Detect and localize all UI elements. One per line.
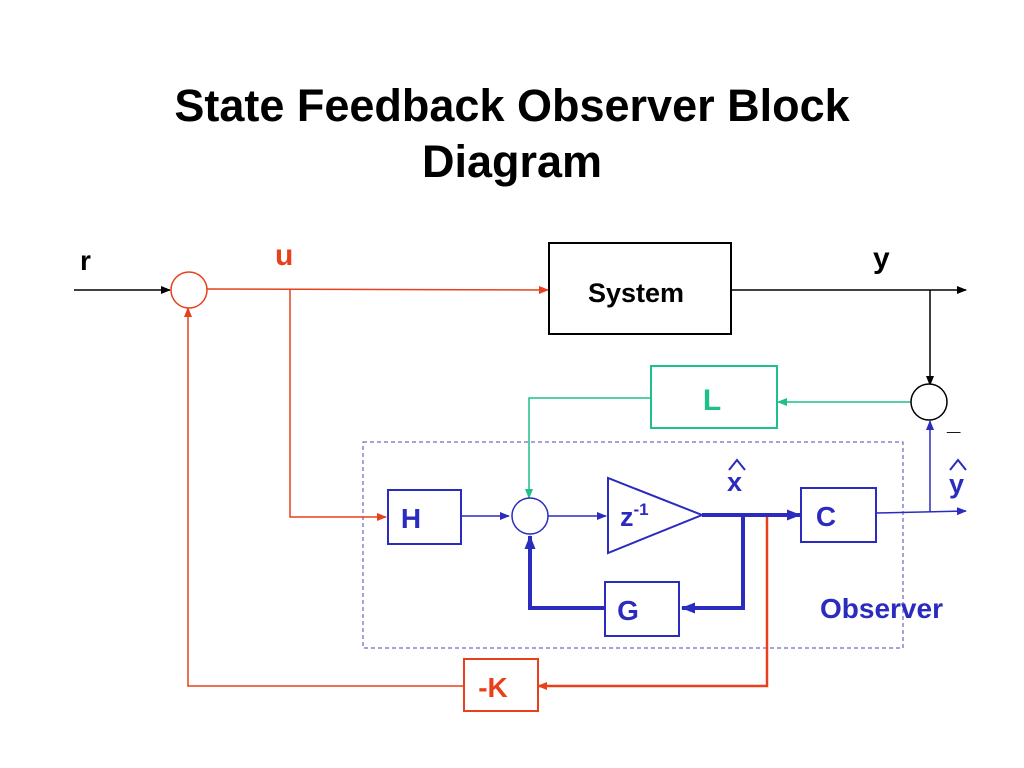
- observer-label: Observer: [820, 593, 943, 624]
- hat-icon: [949, 458, 967, 471]
- input-summing-junction: [170, 271, 208, 309]
- xhat-to-k-arrow: [537, 515, 769, 690]
- observer-paths: [461, 420, 967, 614]
- g-block: [604, 581, 680, 637]
- control-signal-paths: [184, 285, 769, 690]
- reference-label: r: [80, 245, 91, 276]
- h-label: H: [401, 503, 421, 534]
- l-block: [650, 365, 778, 429]
- l-to-observer-summer-arrow: [525, 397, 651, 499]
- hat-icon: [728, 458, 746, 471]
- title-line-1: State Feedback Observer Block: [174, 80, 850, 131]
- output-estimate-label: y: [949, 469, 964, 499]
- l-label: L: [703, 384, 721, 417]
- system-label: System: [588, 278, 684, 308]
- g-to-summer-arrow: [524, 535, 604, 610]
- state-estimate-label: x: [727, 467, 742, 497]
- k-block: [463, 658, 539, 712]
- output-label: y: [873, 242, 890, 275]
- k-to-summer-arrow: [184, 307, 464, 687]
- u-to-h-arrow: [289, 290, 387, 521]
- page-title: State Feedback Observer Block Diagram: [0, 78, 1024, 190]
- output-comparator-junction: [910, 383, 948, 421]
- u-to-system-arrow: [206, 285, 549, 294]
- delay-block: [607, 476, 705, 555]
- observer-region: [362, 441, 904, 649]
- input-label: u: [275, 239, 293, 272]
- g-label: G: [617, 595, 639, 626]
- title-line-2: Diagram: [421, 136, 603, 187]
- c-block: [800, 487, 877, 543]
- delay-label: z-1: [620, 500, 649, 532]
- k-label: -K: [478, 672, 508, 703]
- observer-summing-junction: [511, 497, 549, 535]
- plant-signal-paths: [74, 286, 967, 386]
- system-block: [548, 242, 732, 335]
- c-label: C: [816, 501, 836, 532]
- xhat-to-g-arrow: [681, 515, 745, 614]
- h-block: [387, 489, 462, 545]
- gain-l-paths: [525, 397, 911, 499]
- minus-sign: _: [946, 409, 961, 436]
- yhat-out-arrow: [875, 507, 967, 516]
